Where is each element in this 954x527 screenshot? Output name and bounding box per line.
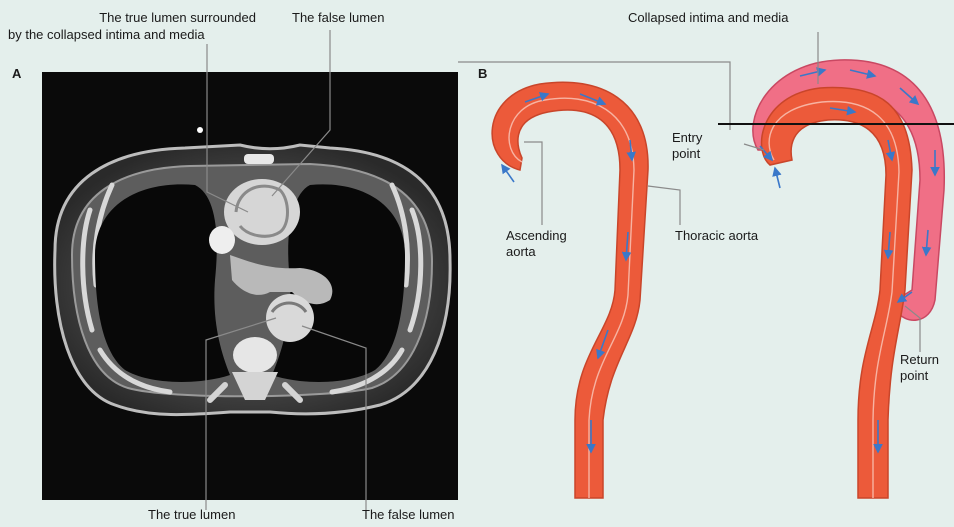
label-true-lumen-surrounded-2: by the collapsed intima and media — [8, 27, 205, 43]
aorta-leader-lines — [524, 142, 680, 225]
label-thoracic-aorta: Thoracic aorta — [675, 228, 758, 244]
label-collapsed-intima-media: Collapsed intima and media — [628, 10, 788, 26]
label-true-lumen-bottom: The true lumen — [148, 507, 235, 523]
normal-aorta — [492, 82, 648, 498]
label-return-point-1: Return — [900, 352, 939, 368]
ct-scan-image — [42, 72, 458, 500]
label-entry-point-1: Entry — [672, 130, 702, 146]
label-return-point-2: point — [900, 368, 928, 384]
label-ascending-aorta-2: aorta — [506, 244, 536, 260]
label-entry-point-2: point — [672, 146, 700, 162]
dissected-aorta — [753, 60, 944, 498]
label-ascending-aorta-1: Ascending — [506, 228, 567, 244]
label-false-lumen-top: The false lumen — [292, 10, 385, 26]
label-true-lumen-surrounded-1: The true lumen surrounded — [99, 10, 256, 26]
label-false-lumen-bottom: The false lumen — [362, 507, 455, 523]
panel-a-letter: A — [12, 66, 21, 81]
panel-b-letter: B — [478, 66, 487, 81]
